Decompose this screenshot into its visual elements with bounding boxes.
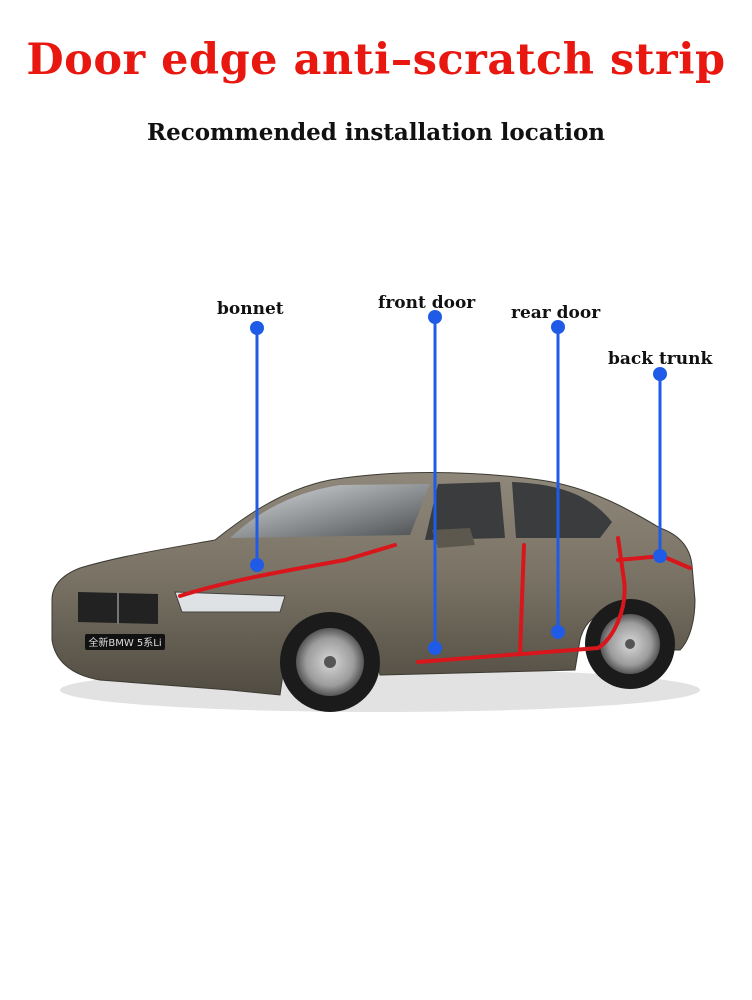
label-front-door: front door <box>378 293 476 313</box>
marker-dot-back-trunk <box>653 549 667 563</box>
strip-bonnet <box>178 543 397 598</box>
page-subtitle: Recommended installation location <box>146 119 606 146</box>
license-plate <box>85 634 165 650</box>
marker-dot-bonnet <box>250 558 264 572</box>
marker-dot-back-trunk-top <box>653 367 667 381</box>
marker-dot-front-door <box>428 641 442 655</box>
plate-text: 全新BMW 5系Li <box>88 636 161 649</box>
label-rear-door: rear door <box>511 303 601 323</box>
marker-dot-rear-door <box>551 625 565 639</box>
marker-dot-rear-door-top <box>551 320 565 334</box>
side-mirror <box>432 528 475 548</box>
label-bonnet: bonnet <box>217 299 284 319</box>
front-wheel <box>280 612 380 712</box>
marker-dots <box>250 310 667 655</box>
front-window <box>425 482 505 540</box>
headlight <box>174 591 286 613</box>
page-title: Door edge anti–scratch strip <box>26 35 726 85</box>
rear-wheel <box>585 599 675 689</box>
strip-rear-door <box>520 536 627 656</box>
rear-window <box>512 482 612 538</box>
windshield <box>230 484 430 538</box>
marker-lines <box>255 317 662 648</box>
marker-dot-bonnet-top <box>250 321 264 335</box>
anti-scratch-strips <box>178 536 692 664</box>
label-back-trunk: back trunk <box>608 349 713 369</box>
marker-dot-front-door-top <box>428 310 442 324</box>
